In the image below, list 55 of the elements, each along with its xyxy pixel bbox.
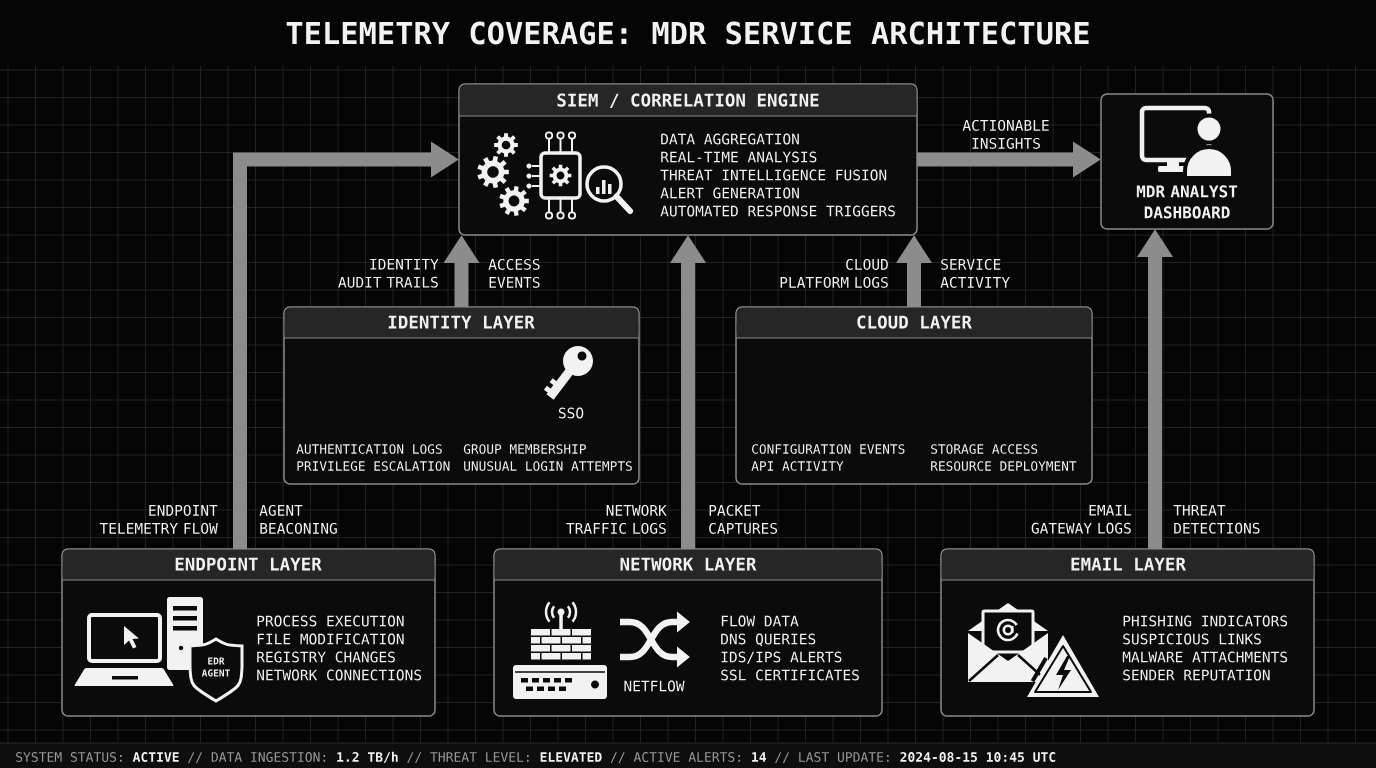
shield-badge: EDR AGENT bbox=[188, 637, 244, 703]
flow-label: THREAT DETECTIONS bbox=[1173, 504, 1260, 534]
panel-header: EMAIL LAYER bbox=[940, 549, 1315, 581]
list-item: RESOURCE DEPLOYMENT bbox=[931, 461, 1077, 471]
flow-label: AGENT BEACONING bbox=[259, 504, 337, 534]
panel bbox=[735, 306, 1093, 485]
panel bbox=[283, 306, 640, 485]
panel-title: MDR ANALYST DASHBOARD bbox=[1136, 185, 1238, 219]
panel bbox=[493, 548, 883, 717]
list-item: NETWORK CONNECTIONS bbox=[257, 669, 422, 681]
flow-label: PACKET CAPTURES bbox=[709, 504, 778, 534]
list-item: ALERT GENERATION bbox=[660, 187, 799, 199]
panel bbox=[940, 548, 1315, 717]
edge-label: ENDPOINT TELEMETRY FLOW bbox=[99, 504, 218, 534]
panel-header: ENDPOINT LAYER bbox=[61, 549, 436, 581]
panel-header: IDENTITY LAYER bbox=[283, 307, 640, 339]
list-item: FILE MODIFICATION bbox=[257, 633, 404, 645]
edge-label: EMAIL GATEWAY LOGS bbox=[1031, 504, 1132, 534]
list-item: REGISTRY CHANGES bbox=[257, 651, 395, 663]
list-item: SENDER REPUTATION bbox=[1123, 669, 1270, 681]
flow-label: SERVICE ACTIVITY bbox=[940, 258, 1010, 288]
flow-label: ACCESS EVENTS bbox=[488, 258, 540, 288]
list-item: REAL-TIME ANALYSIS bbox=[661, 151, 817, 163]
list-item: AUTHENTICATION LOGS bbox=[296, 444, 442, 454]
edge-label: IDENTITY AUDIT TRAILS bbox=[338, 258, 439, 288]
list-item: IDS/IPS ALERTS bbox=[721, 651, 842, 664]
list-item: SSL CERTIFICATES bbox=[721, 669, 859, 681]
list-item: AUTOMATED RESPONSE TRIGGERS bbox=[660, 205, 895, 217]
edge-label: CLOUD PLATFORM LOGS bbox=[780, 258, 888, 288]
edge-label: NETWORK TRAFFIC LOGS bbox=[566, 504, 667, 534]
list-item: STORAGE ACCESS bbox=[931, 444, 1038, 454]
list-item: THREAT INTELLIGENCE FUSION bbox=[660, 169, 887, 181]
icon-caption: SSO bbox=[558, 407, 584, 419]
status-text: SYSTEM STATUS: ACTIVE // DATA INGESTION: 1.2 TB/h // THREAT LEVEL: ELEVATED // ACTIVE ALERTS: 14 // LAST UPDATE: 2024-08-15 10:45 UTC bbox=[16, 751, 1056, 763]
panel-header: NETWORK LAYER bbox=[493, 549, 883, 581]
list-item: PROCESS EXECUTION bbox=[257, 615, 404, 627]
list-item: MALWARE ATTACHMENTS bbox=[1122, 651, 1288, 663]
list-item: PRIVILEGE ESCALATION bbox=[297, 461, 450, 471]
edge-label: ACTIONABLE INSIGHTS bbox=[962, 119, 1049, 149]
panel bbox=[1100, 93, 1274, 230]
list-item: PHISHING INDICATORS bbox=[1123, 615, 1288, 627]
list-item: DATA AGGREGATION bbox=[661, 133, 799, 145]
list-item: SUSPICIOUS LINKS bbox=[1123, 633, 1261, 645]
icon-caption: NETFLOW bbox=[624, 680, 685, 692]
list-item: UNUSUAL LOGIN ATTEMPTS bbox=[464, 461, 632, 471]
list-item: CONFIGURATION EVENTS bbox=[752, 444, 905, 454]
list-item: FLOW DATA bbox=[721, 615, 799, 627]
panel bbox=[61, 548, 436, 717]
title: TELEMETRY COVERAGE: MDR SERVICE ARCHITECTURE bbox=[286, 21, 1089, 45]
list-item: DNS QUERIES bbox=[721, 633, 816, 647]
panel bbox=[458, 83, 918, 236]
panel-header: CLOUD LAYER bbox=[735, 307, 1093, 339]
list-item: API ACTIVITY bbox=[751, 461, 844, 471]
list-item: GROUP MEMBERSHIP bbox=[463, 444, 586, 454]
panel-header: SIEM / CORRELATION ENGINE bbox=[458, 84, 918, 117]
